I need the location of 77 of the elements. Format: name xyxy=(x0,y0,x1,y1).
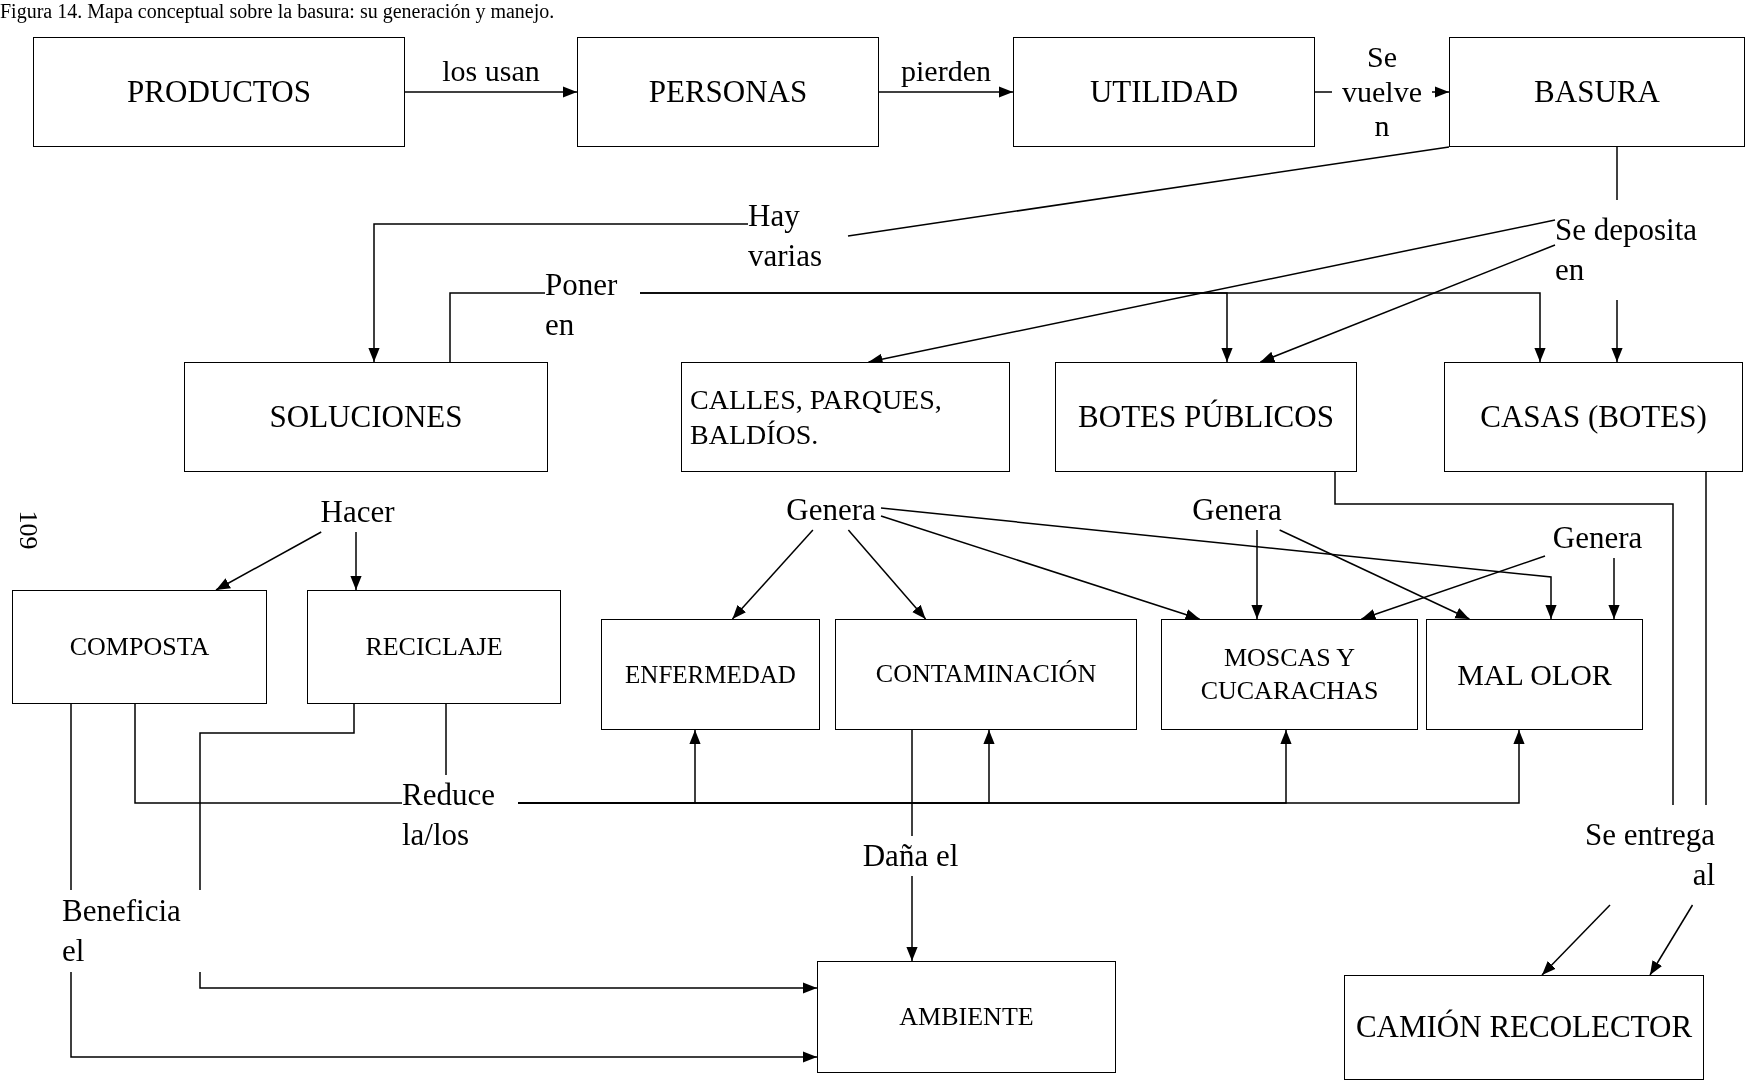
concept-box xyxy=(184,362,548,472)
connector-line xyxy=(911,729,913,837)
connector-line xyxy=(70,703,72,891)
concept-box xyxy=(1426,619,1643,730)
arrow xyxy=(404,86,578,98)
arrow xyxy=(880,507,1557,620)
arrow xyxy=(1611,299,1623,363)
arrow xyxy=(70,971,818,1063)
concept-label: RECICLAJE xyxy=(364,630,504,663)
concept-label: PRODUCTOS xyxy=(126,72,312,111)
concept-box xyxy=(835,619,1137,730)
concept-label: BASURA xyxy=(1533,72,1661,111)
concept-label: CASAS (BOTES) xyxy=(1479,397,1708,436)
arrow xyxy=(906,875,918,962)
connector-line xyxy=(134,703,403,804)
linking-phrase: Hay varias xyxy=(748,196,824,275)
arrow xyxy=(1251,529,1263,620)
concept-box xyxy=(1055,362,1357,472)
concept-label: AMBIENTE xyxy=(898,1000,1035,1033)
linking-phrase: Genera xyxy=(1191,490,1283,529)
linking-phrase: Genera xyxy=(1551,518,1644,557)
linking-phrase: Se deposita en xyxy=(1555,210,1699,289)
arrow xyxy=(368,223,749,363)
concept-box xyxy=(307,590,561,704)
concept-box xyxy=(1444,362,1743,472)
connector-line xyxy=(1334,471,1674,806)
arrow xyxy=(1608,557,1620,620)
connector-line xyxy=(1616,146,1618,201)
concept-box xyxy=(681,362,1010,472)
concept-box xyxy=(1161,619,1418,730)
arrow xyxy=(847,529,927,620)
linking-phrase: Hacer xyxy=(319,492,396,531)
arrow xyxy=(215,531,322,591)
concept-label: COMPOSTA xyxy=(68,630,211,663)
arrow xyxy=(1360,555,1546,620)
concept-label: CALLES, PARQUES, BALDÍOS. xyxy=(690,383,943,452)
concept-label: UTILIDAD xyxy=(1088,72,1240,111)
arrow xyxy=(199,971,818,994)
concept-box xyxy=(577,37,879,147)
concept-box xyxy=(601,619,820,730)
connector-line xyxy=(847,146,1450,237)
concept-box xyxy=(817,961,1116,1073)
concept-label: CAMIÓN RECOLECTOR xyxy=(1354,1008,1694,1047)
connector-line xyxy=(199,703,355,891)
linking-phrase: Beneficia el xyxy=(62,891,182,970)
figure-title: Figura 14. Mapa conceptual sobre la basura: su generación y manejo. xyxy=(0,0,555,23)
concept-box xyxy=(1344,975,1704,1080)
arrow xyxy=(517,729,1525,804)
arrow xyxy=(880,515,1201,620)
connector-line xyxy=(1705,471,1707,806)
concept-box xyxy=(12,590,267,704)
linking-phrase: Poner en xyxy=(545,265,619,344)
concept-label: BOTES PÚBLICOS xyxy=(1077,397,1335,436)
arrow xyxy=(878,86,1014,98)
concept-box xyxy=(1449,37,1745,147)
concept-label: MOSCAS Y CUCARACHAS xyxy=(1199,642,1380,707)
concept-label: SOLUCIONES xyxy=(268,397,464,436)
linking-phrase: Genera xyxy=(785,490,877,529)
arrow xyxy=(1278,529,1471,620)
arrow xyxy=(731,529,814,620)
page-number: 109 xyxy=(12,510,43,550)
concept-box xyxy=(1013,37,1315,147)
linking-phrase: Daña el xyxy=(861,836,960,875)
arrow xyxy=(1541,904,1611,976)
linking-phrase: Reduce la/los xyxy=(402,775,496,854)
connector-line xyxy=(449,292,546,363)
connector-line xyxy=(445,703,447,776)
concept-label: MAL OLOR xyxy=(1456,656,1613,693)
arrow xyxy=(350,531,362,591)
concept-label: CONTAMINACIÓN xyxy=(874,658,1098,691)
arrow xyxy=(1649,904,1694,976)
arrow xyxy=(1259,244,1556,363)
concept-box xyxy=(33,37,405,147)
linking-phrase: Se entrega al xyxy=(1584,815,1715,894)
concept-label: ENFERMEDAD xyxy=(624,659,797,690)
arrow xyxy=(639,292,1546,363)
concept-label: PERSONAS xyxy=(647,72,809,111)
